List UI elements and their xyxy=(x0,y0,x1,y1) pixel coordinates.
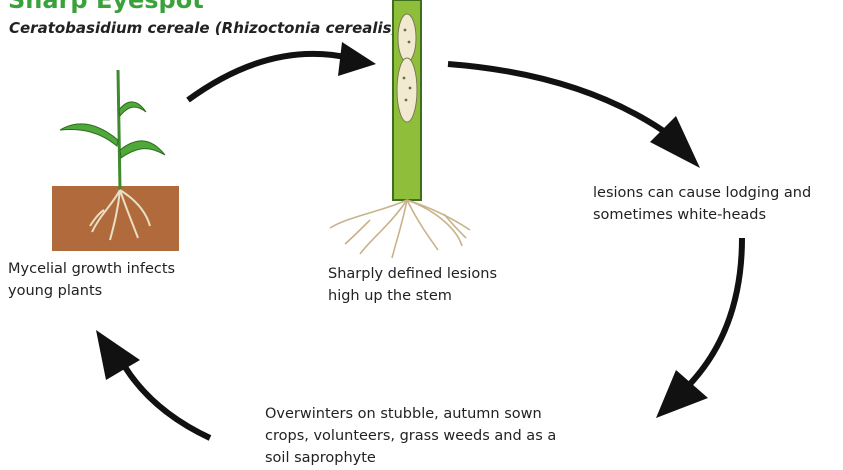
arrow-overwinter-to-plant xyxy=(96,330,210,438)
lesion-upper xyxy=(398,14,416,62)
stage-caption-overwinter: Overwinters on stubble, autumn sown crop… xyxy=(265,403,556,469)
caption-line: Mycelial growth infects xyxy=(8,258,175,280)
lesioned-stem-illustration xyxy=(330,0,470,258)
caption-line: young plants xyxy=(8,280,175,302)
arrow-lodging-to-overwinter xyxy=(656,238,742,418)
caption-line: high up the stem xyxy=(328,285,497,307)
caption-line: soil saprophyte xyxy=(265,447,556,469)
young-plant-illustration xyxy=(52,70,179,251)
stage-caption-lesions: Sharply defined lesions high up the stem xyxy=(328,263,497,307)
caption-line: Sharply defined lesions xyxy=(328,263,497,285)
caption-line: sometimes white-heads xyxy=(593,204,811,226)
young-plant-leaf-upper xyxy=(119,102,146,116)
stem-roots xyxy=(330,200,470,258)
lesion-lower xyxy=(397,58,417,122)
caption-line: Overwinters on stubble, autumn sown xyxy=(265,403,556,425)
young-plant-leaf-left xyxy=(60,124,118,146)
stage-caption-infection: Mycelial growth infects young plants xyxy=(8,258,175,302)
arrow-stem-to-lodging xyxy=(448,64,700,168)
young-plant-stem xyxy=(118,70,120,190)
arrow-plant-to-stem xyxy=(188,42,376,100)
caption-line: lesions can cause lodging and xyxy=(593,182,811,204)
stage-caption-lodging: lesions can cause lodging and sometimes … xyxy=(593,182,811,226)
caption-line: crops, volunteers, grass weeds and as a xyxy=(265,425,556,447)
young-plant-leaf-right xyxy=(120,141,165,158)
